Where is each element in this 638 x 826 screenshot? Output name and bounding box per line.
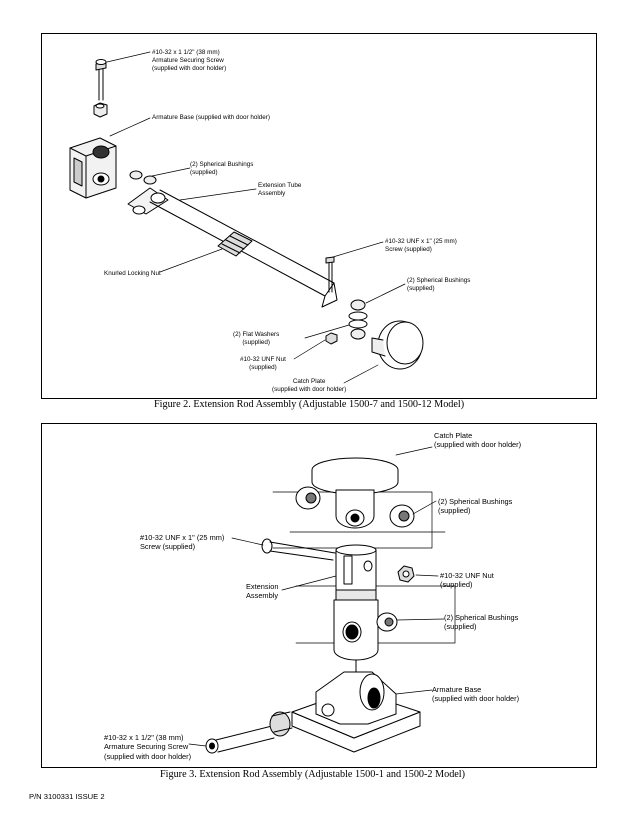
label-screw-1in: #10-32 UNF x 1" (25 mm) Screw (supplied): [385, 238, 457, 253]
label-f3-armature-screw: #10-32 x 1 1/2" (38 mm) Armature Securin…: [104, 733, 192, 761]
label-spherical-bushings-right: (2) Spherical Bushings (supplied): [407, 277, 471, 292]
bushing-pair-top: [129, 170, 157, 185]
label-unf-nut: #10-32 UNF Nut (supplied): [240, 356, 286, 371]
extension-tube-part: [127, 187, 338, 308]
figure-3-caption: Figure 3. Extension Rod Assembly (Adjust…: [160, 769, 466, 780]
label-f3-screw-1in: #10-32 UNF x 1" (25 mm) Screw (supplied): [140, 533, 225, 552]
label-knurled-nut: Knurled Locking Nut: [104, 270, 161, 277]
hex-nut-part: [93, 102, 108, 118]
label-armature-base: Armature Base (supplied with door holder…: [152, 114, 270, 121]
label-f3-extension-assembly: Extension Assembly: [246, 582, 279, 601]
unf-nut-part: [397, 565, 415, 583]
extension-assembly-part: [333, 544, 379, 679]
label-f3-spherical-bushings-top: (2) Spherical Bushings (supplied): [438, 497, 513, 516]
label-spherical-bushings-top: (2) Spherical Bushings (supplied): [190, 161, 254, 176]
catch-plate-part: [311, 457, 399, 529]
label-catch-plate: Catch Plate (supplied with door holder): [272, 378, 347, 393]
armature-screw-part: [205, 711, 293, 754]
label-flat-washers: (2) Flat Washers (supplied): [233, 331, 280, 346]
label-f3-catch-plate: Catch Plate (supplied with door holder): [434, 431, 522, 450]
label-f3-armature-base: Armature Base (supplied with door holder…: [432, 685, 520, 704]
figure-2-leaders: [106, 51, 406, 384]
part-number-footer: P/N 3100331 ISSUE 2: [29, 792, 105, 801]
figure-2-frame: [41, 33, 597, 399]
bushing-mid: [376, 612, 398, 632]
right-hardware: [325, 256, 368, 345]
armature-base-part: [69, 137, 117, 199]
armature-base-part: [291, 671, 421, 753]
figure-3-leaders: [188, 446, 445, 747]
label-f3-unf-nut: #10-32 UNF Nut (supplied): [440, 571, 494, 590]
screw-1in-part: [261, 538, 336, 561]
bushing-right-top: [389, 504, 415, 528]
label-armature-screw: #10-32 x 1 1/2" (38 mm) Armature Securin…: [152, 49, 227, 72]
armature-screw-part: [95, 59, 107, 101]
label-extension-tube: Extension Tube Assembly: [258, 182, 302, 197]
bushing-left-top: [295, 486, 321, 510]
label-f3-spherical-bushings-mid: (2) Spherical Bushings (supplied): [444, 613, 519, 632]
catch-plate-part: [371, 320, 424, 370]
figure-2-caption: Figure 2. Extension Rod Assembly (Adjust…: [154, 399, 465, 410]
